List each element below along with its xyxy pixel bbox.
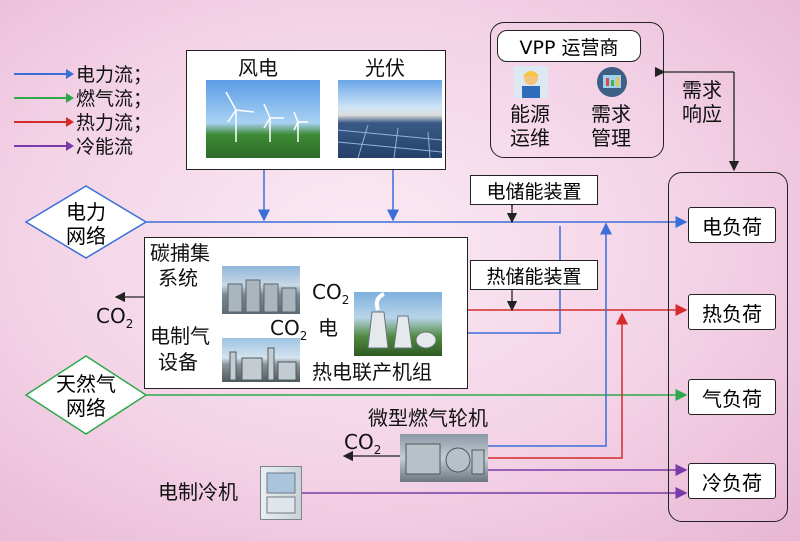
co2-to-capture: CO2: [312, 280, 350, 307]
micro-turbine-image: [400, 434, 488, 482]
thermal-storage: 热储能装置: [470, 260, 598, 290]
demand-mgmt-line2: 管理: [591, 126, 631, 150]
co2-emission-turbine: CO2: [344, 430, 382, 457]
solar-pv-image: [338, 80, 442, 158]
heat-load: 热负荷: [688, 294, 776, 330]
energy-ops-line1: 能源: [510, 102, 550, 126]
chp-plant-image: [354, 292, 442, 356]
legend-electric: 电力流；: [14, 60, 152, 87]
legend-gas: 燃气流；: [14, 84, 152, 111]
loads-frame: [668, 172, 788, 522]
p2g-line2: 设备: [158, 350, 198, 374]
vpp-title: VPP 运营商: [497, 30, 641, 62]
vpp-operator-box: [490, 22, 664, 158]
demand-response-line1: 需求: [682, 78, 722, 102]
gas-network-label: 天然气网络: [56, 372, 116, 420]
legend-heat: 热力流；: [14, 108, 152, 135]
carbon-capture-image: [222, 266, 300, 314]
chiller-label: 电制冷机: [158, 480, 238, 504]
co2-emission-ccs: CO2: [96, 304, 134, 331]
ccs-line1: 碳捕集: [150, 241, 210, 265]
p2g-line1: 电制气: [150, 324, 210, 348]
electric-storage: 电储能装置: [470, 175, 598, 205]
wind-label: 风电: [238, 56, 278, 80]
gas-load: 气负荷: [688, 379, 776, 415]
micro-turbine-label: 微型燃气轮机: [368, 406, 488, 430]
wind-turbine-image: [206, 80, 320, 158]
electric-load: 电负荷: [688, 207, 776, 243]
chp-label: 热电联产机组: [312, 360, 432, 384]
demand-response-line2: 响应: [682, 102, 722, 126]
energy-ops-line2: 运维: [510, 126, 550, 150]
electricity-to-p2g: 电: [318, 316, 338, 340]
demand-mgmt-line1: 需求: [591, 102, 631, 126]
demand-management-icon: [596, 66, 628, 98]
power-to-gas-image: [222, 338, 300, 382]
cold-load: 冷负荷: [688, 463, 776, 499]
pv-label: 光伏: [365, 56, 405, 80]
co2-to-p2g: CO2: [270, 316, 308, 343]
legend-cold: 冷能流: [14, 132, 133, 159]
ccs-line2: 系统: [158, 266, 198, 290]
energy-ops-icon: [514, 66, 548, 98]
electric-chiller-image: [260, 466, 302, 520]
power-grid-label: 电力网络: [66, 200, 106, 248]
